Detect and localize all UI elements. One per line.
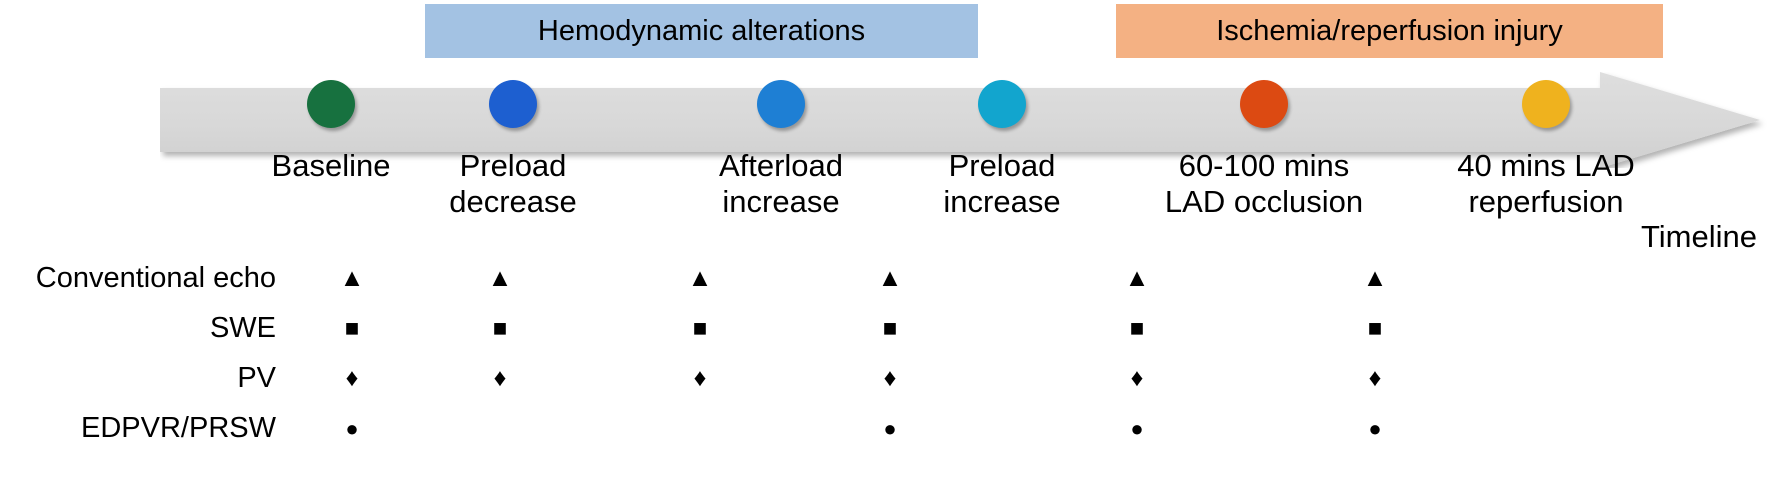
phase-banner-hemodynamic-alterations: Hemodynamic alterations	[425, 4, 978, 58]
circle-marker-icon: ●	[345, 416, 359, 441]
event-label-line1: Preload	[948, 148, 1056, 183]
event-label-line2: reperfusion	[1468, 183, 1624, 219]
event-label-baseline: Baseline	[201, 148, 461, 184]
matrix-row: EDPVR/PRSW ● ● ● ●	[0, 406, 1769, 451]
circle-marker-icon: ●	[1368, 416, 1382, 441]
event-label-line1: Baseline	[271, 148, 391, 183]
event-label-line1: 60-100 mins	[1178, 148, 1350, 183]
triangle-marker-icon: ▲	[877, 264, 903, 292]
square-marker-icon: ■	[492, 315, 508, 342]
triangle-marker-icon: ▲	[1362, 264, 1388, 292]
diamond-marker-icon: ♦	[493, 364, 507, 392]
event-label-line2: decrease	[449, 183, 577, 219]
circle-marker-icon: ●	[1130, 416, 1144, 441]
square-marker-icon: ■	[344, 315, 360, 342]
matrix-row: Conventional echo ▲ ▲ ▲ ▲ ▲ ▲	[0, 256, 1769, 301]
matrix-row-label: Conventional echo	[35, 262, 276, 294]
event-dot-lad-occlusion	[1240, 80, 1288, 128]
diamond-marker-icon: ♦	[693, 364, 707, 392]
event-dot-preload-increase	[978, 80, 1026, 128]
triangle-marker-icon: ▲	[687, 264, 713, 292]
matrix-row: SWE ■ ■ ■ ■ ■ ■	[0, 306, 1769, 351]
diamond-marker-icon: ♦	[1368, 364, 1382, 392]
phase-banner-label: Ischemia/reperfusion injury	[1216, 14, 1563, 47]
timeline-arrow	[160, 72, 1769, 168]
circle-marker-icon: ●	[883, 416, 897, 441]
triangle-marker-icon: ▲	[487, 264, 513, 292]
diamond-marker-icon: ♦	[345, 364, 359, 392]
phase-banner-label: Hemodynamic alterations	[537, 14, 866, 47]
event-dot-afterload-increase	[757, 80, 805, 128]
triangle-marker-icon: ▲	[1124, 264, 1150, 292]
matrix-row-label: SWE	[209, 312, 276, 344]
square-marker-icon: ■	[1129, 315, 1145, 342]
event-dot-preload-decrease	[489, 80, 537, 128]
matrix-row-label: PV	[237, 362, 276, 394]
square-marker-icon: ■	[1367, 315, 1383, 342]
event-label-line2: LAD occlusion	[1164, 183, 1364, 219]
triangle-marker-icon: ▲	[339, 264, 365, 292]
event-dot-baseline	[307, 80, 355, 128]
event-label-line2: increase	[722, 183, 840, 219]
square-marker-icon: ■	[882, 315, 898, 342]
event-dot-lad-reperfusion	[1522, 80, 1570, 128]
phase-banner-ischemia-reperfusion-injury: Ischemia/reperfusion injury	[1116, 4, 1663, 58]
square-marker-icon: ■	[692, 315, 708, 342]
event-label-lad-reperfusion: 40 mins LAD reperfusion	[1416, 148, 1676, 220]
matrix-row-label: EDPVR/PRSW	[81, 412, 276, 444]
event-label-lad-occlusion: 60-100 mins LAD occlusion	[1134, 148, 1394, 220]
diamond-marker-icon: ♦	[883, 364, 897, 392]
timeline-caption: Timeline	[1641, 219, 1757, 254]
event-label-line2: increase	[943, 183, 1061, 219]
matrix-row: PV ♦ ♦ ♦ ♦ ♦ ♦	[0, 356, 1769, 401]
diamond-marker-icon: ♦	[1130, 364, 1144, 392]
measurement-matrix: Conventional echo ▲ ▲ ▲ ▲ ▲ ▲ SWE ■ ■ ■ ■ ■ ■ PV ♦ ♦ ♦ ♦ ♦ ♦…	[0, 256, 1769, 482]
event-label-afterload-increase: Afterload increase	[651, 148, 911, 220]
event-label-line1: 40 mins LAD	[1457, 148, 1635, 183]
event-label-line1: Afterload	[718, 148, 844, 183]
event-label-preload-increase: Preload increase	[872, 148, 1132, 220]
event-label-preload-decrease: Preload decrease	[383, 148, 643, 220]
event-label-line1: Preload	[459, 148, 567, 183]
